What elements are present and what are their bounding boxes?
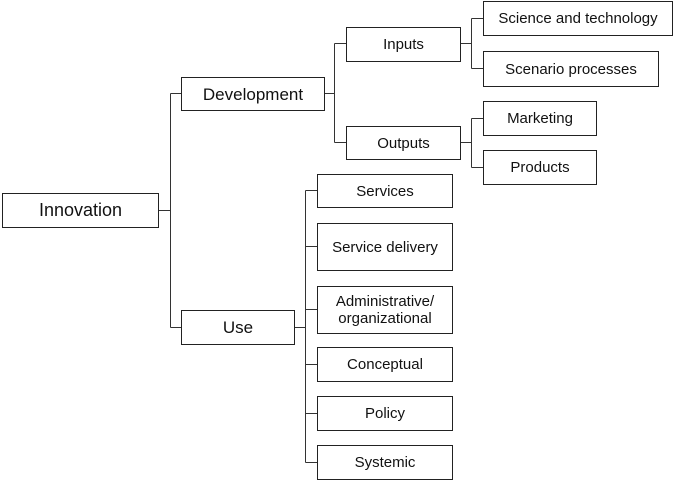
node-label: Policy [364,405,405,422]
node-policy: Policy [317,396,453,431]
node-administrative-organizational: Administrative/ organizational [317,286,453,334]
node-label: Services [356,182,414,200]
node-label: Service delivery [332,238,438,256]
node-label: Use [222,318,254,337]
node-label: Science and technology [498,10,658,27]
node-services: Services [317,174,453,208]
node-scenario-processes: Scenario processes [483,51,659,87]
node-science-and-technology: Science and technology [483,1,673,36]
node-label: Conceptual [347,356,423,373]
node-innovation: Innovation [2,193,159,228]
node-service-delivery: Service delivery [317,223,453,271]
node-systemic: Systemic [317,445,453,480]
node-use: Use [181,310,295,345]
node-development: Development [181,77,325,111]
node-label: Products [510,159,570,176]
node-label: Administrative/ organizational [335,293,435,327]
node-label: Inputs [383,36,424,53]
node-label: Innovation [38,200,123,220]
node-label: Outputs [377,134,430,152]
node-marketing: Marketing [483,101,597,136]
node-outputs: Outputs [346,126,461,160]
node-label: Marketing [507,110,573,127]
node-conceptual: Conceptual [317,347,453,382]
node-label: Systemic [354,454,416,471]
node-label: Development [202,84,304,104]
node-products: Products [483,150,597,185]
node-label: Scenario processes [505,60,637,78]
node-inputs: Inputs [346,27,461,62]
